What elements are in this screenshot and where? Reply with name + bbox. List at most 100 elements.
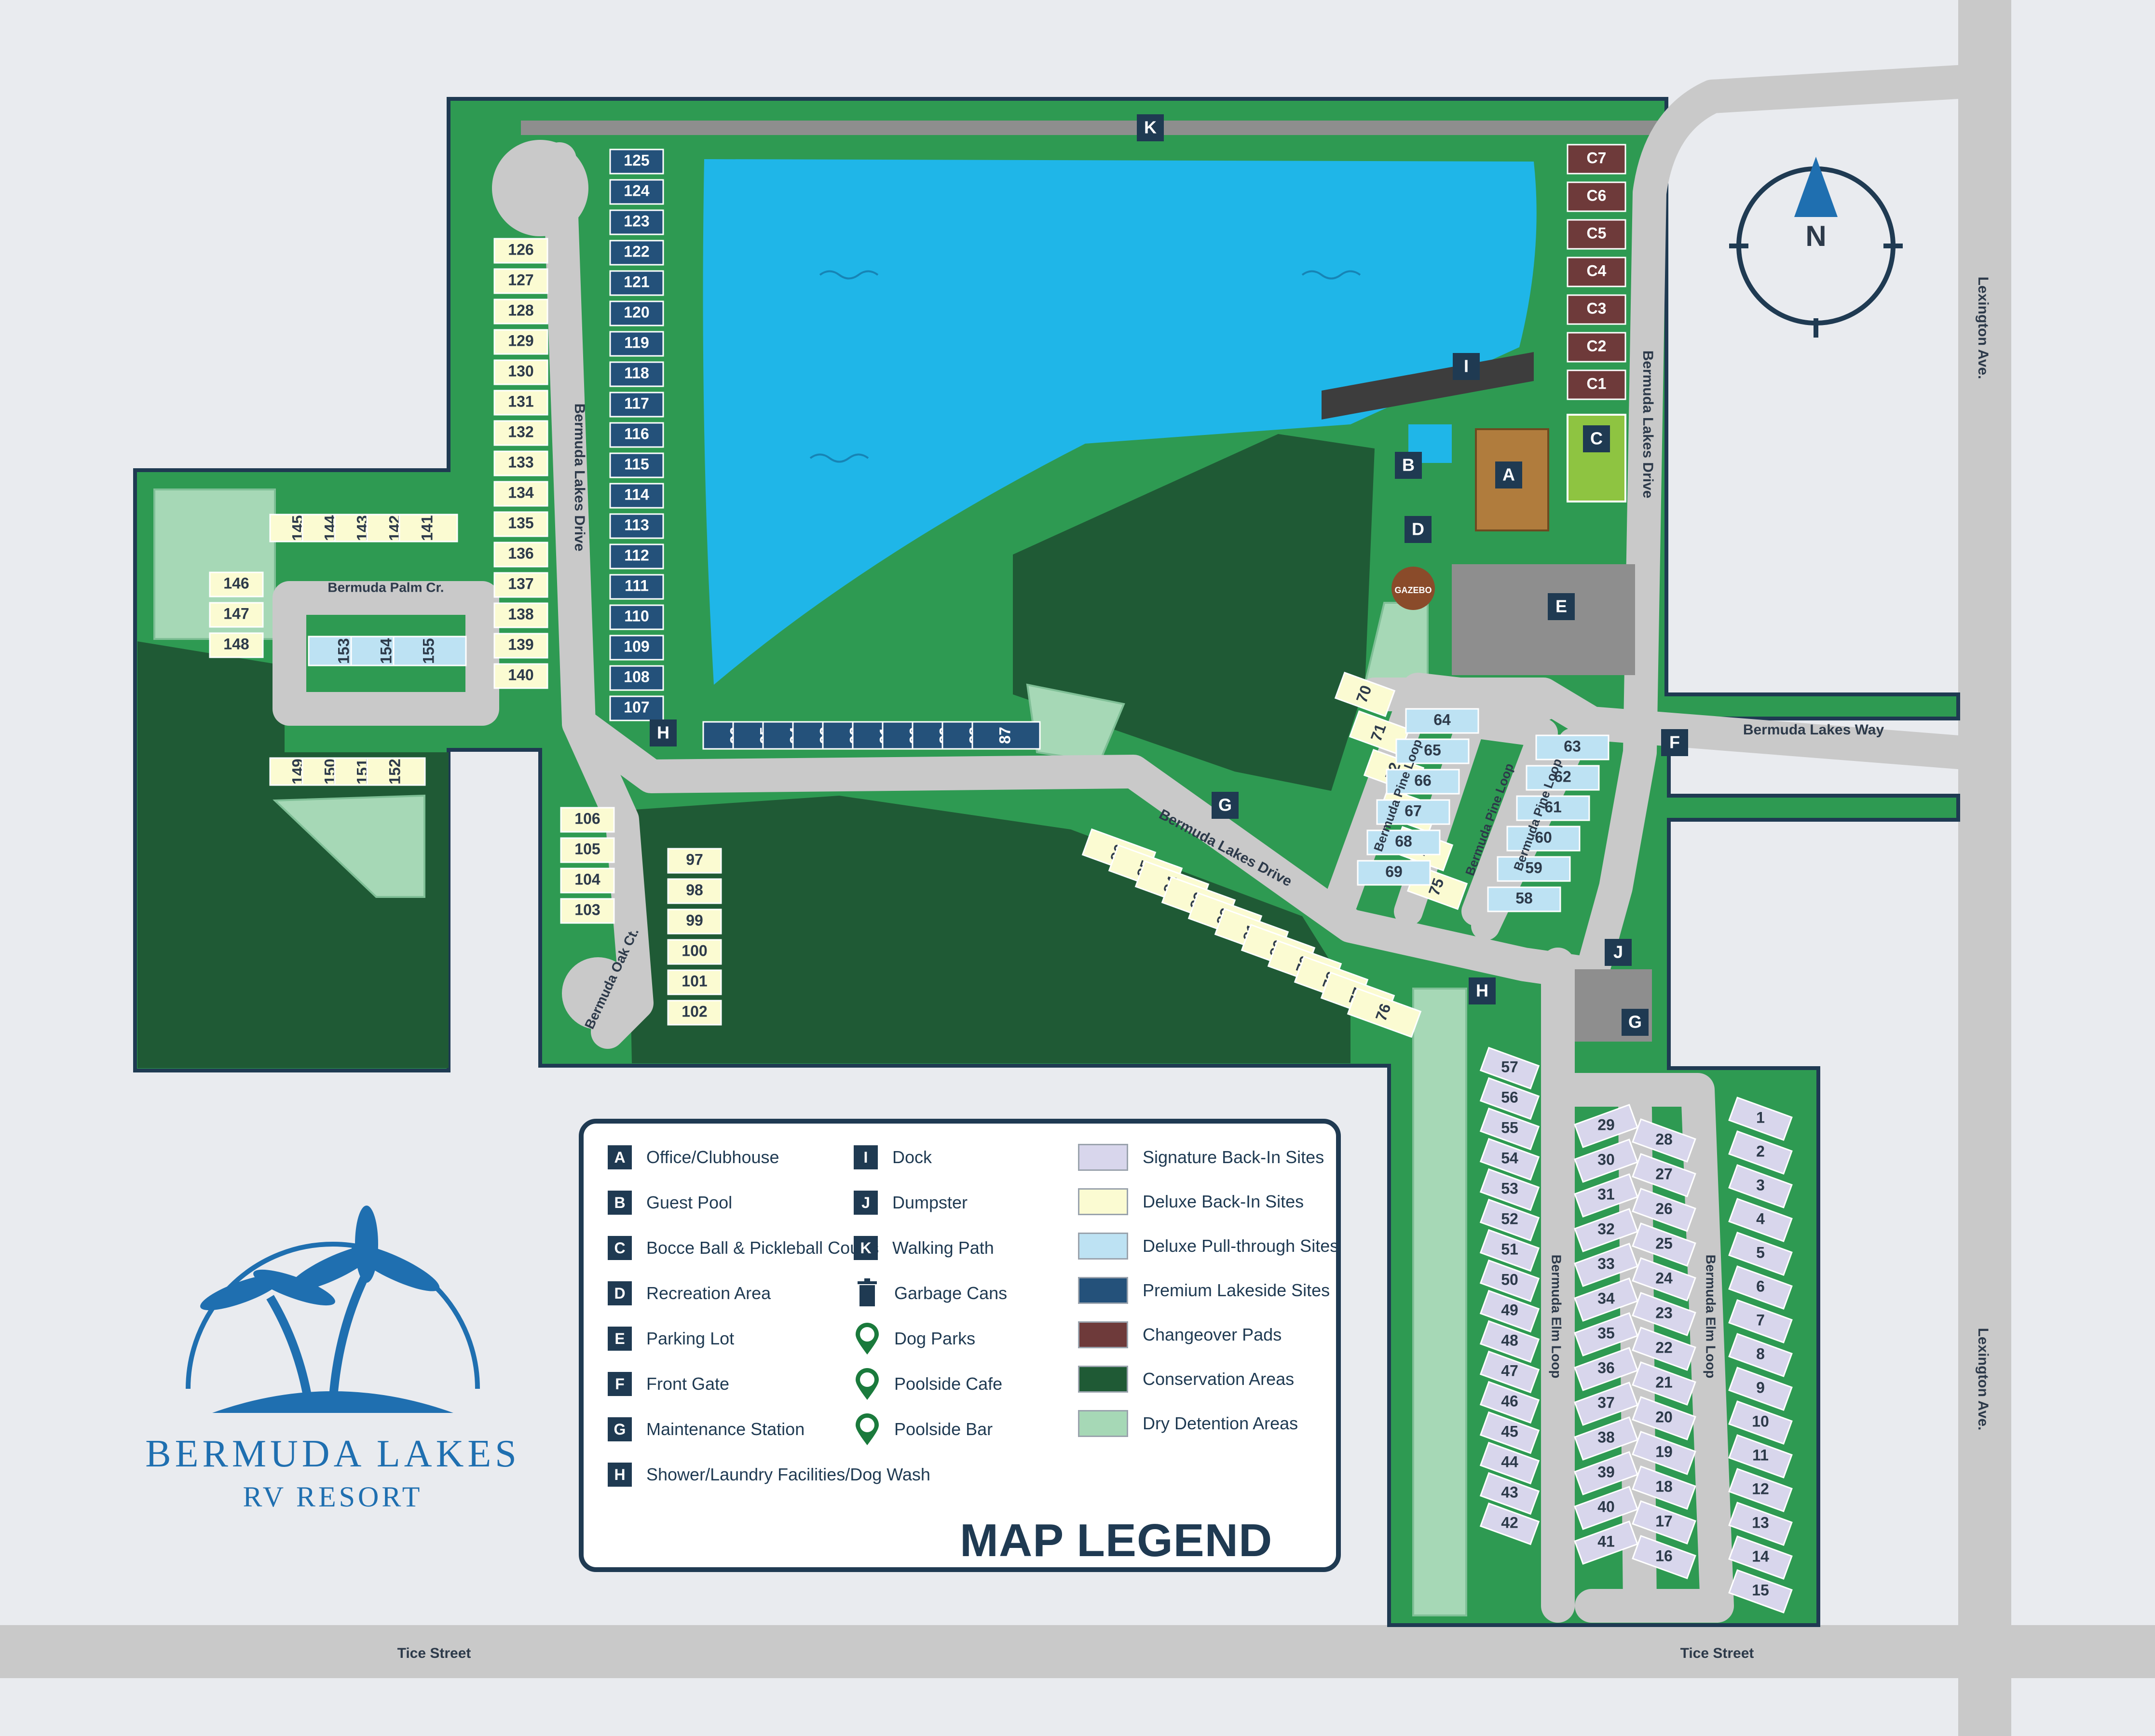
site-49[interactable]: 49 — [1479, 1289, 1540, 1333]
site-146[interactable]: 146 — [209, 571, 264, 597]
site-155[interactable]: 155 — [393, 636, 467, 666]
site-24[interactable]: 24 — [1632, 1257, 1696, 1302]
site-135[interactable]: 135 — [493, 511, 548, 537]
site-68[interactable]: 68 — [1366, 829, 1441, 855]
site-64[interactable]: 64 — [1405, 708, 1479, 734]
site-c2[interactable]: C2 — [1567, 332, 1626, 363]
site-112[interactable]: 112 — [609, 543, 664, 570]
site-c1[interactable]: C1 — [1567, 369, 1626, 400]
site-124[interactable]: 124 — [609, 179, 664, 205]
site-121[interactable]: 121 — [609, 270, 664, 296]
facility-marker-j[interactable]: J — [1605, 939, 1632, 966]
facility-marker-g[interactable]: G — [1622, 1009, 1649, 1036]
facility-marker-d[interactable]: D — [1405, 516, 1432, 543]
site-67[interactable]: 67 — [1376, 799, 1450, 825]
site-129[interactable]: 129 — [493, 329, 548, 355]
site-122[interactable]: 122 — [609, 240, 664, 266]
site-11[interactable]: 11 — [1728, 1434, 1793, 1478]
facility-marker-h[interactable]: H — [1469, 977, 1496, 1004]
site-30[interactable]: 30 — [1574, 1139, 1638, 1183]
site-43[interactable]: 43 — [1479, 1472, 1540, 1515]
site-c4[interactable]: C4 — [1567, 257, 1626, 287]
site-113[interactable]: 113 — [609, 513, 664, 539]
site-130[interactable]: 130 — [493, 359, 548, 385]
site-21[interactable]: 21 — [1632, 1361, 1696, 1406]
site-1[interactable]: 1 — [1728, 1097, 1793, 1141]
site-52[interactable]: 52 — [1479, 1198, 1540, 1242]
facility-marker-f[interactable]: F — [1661, 729, 1688, 756]
site-123[interactable]: 123 — [609, 209, 664, 235]
site-45[interactable]: 45 — [1479, 1411, 1540, 1454]
site-c5[interactable]: C5 — [1567, 219, 1626, 250]
site-38[interactable]: 38 — [1574, 1416, 1638, 1461]
site-17[interactable]: 17 — [1632, 1500, 1696, 1545]
site-119[interactable]: 119 — [609, 331, 664, 357]
site-23[interactable]: 23 — [1632, 1292, 1696, 1336]
site-32[interactable]: 32 — [1574, 1208, 1638, 1252]
facility-marker-i[interactable]: I — [1453, 353, 1480, 380]
site-37[interactable]: 37 — [1574, 1382, 1638, 1426]
site-117[interactable]: 117 — [609, 392, 664, 418]
site-c6[interactable]: C6 — [1567, 181, 1626, 212]
site-133[interactable]: 133 — [493, 450, 548, 476]
site-25[interactable]: 25 — [1632, 1222, 1696, 1267]
facility-marker-h[interactable]: H — [650, 719, 677, 746]
site-118[interactable]: 118 — [609, 361, 664, 387]
site-97[interactable]: 97 — [667, 848, 722, 874]
site-71[interactable]: 71 — [1349, 710, 1410, 756]
site-125[interactable]: 125 — [609, 149, 664, 175]
site-147[interactable]: 147 — [209, 602, 264, 628]
site-120[interactable]: 120 — [609, 300, 664, 326]
site-106[interactable]: 106 — [560, 807, 615, 833]
site-107[interactable]: 107 — [609, 695, 664, 721]
site-42[interactable]: 42 — [1479, 1502, 1540, 1546]
facility-marker-e[interactable]: E — [1548, 593, 1575, 620]
site-35[interactable]: 35 — [1574, 1312, 1638, 1356]
facility-marker-a[interactable]: A — [1495, 461, 1522, 488]
site-12[interactable]: 12 — [1728, 1468, 1793, 1512]
site-100[interactable]: 100 — [667, 939, 722, 965]
site-18[interactable]: 18 — [1632, 1465, 1696, 1510]
site-116[interactable]: 116 — [609, 422, 664, 448]
site-8[interactable]: 8 — [1728, 1333, 1793, 1377]
site-62[interactable]: 62 — [1526, 765, 1600, 791]
site-110[interactable]: 110 — [609, 604, 664, 630]
site-29[interactable]: 29 — [1574, 1104, 1638, 1148]
site-104[interactable]: 104 — [560, 868, 615, 894]
site-20[interactable]: 20 — [1632, 1396, 1696, 1440]
site-54[interactable]: 54 — [1479, 1138, 1540, 1181]
site-99[interactable]: 99 — [667, 909, 722, 935]
site-41[interactable]: 41 — [1574, 1520, 1638, 1565]
facility-marker-b[interactable]: B — [1395, 452, 1422, 479]
site-c7[interactable]: C7 — [1567, 144, 1626, 175]
site-126[interactable]: 126 — [493, 238, 548, 264]
site-101[interactable]: 101 — [667, 969, 722, 995]
site-36[interactable]: 36 — [1574, 1347, 1638, 1391]
site-70[interactable]: 70 — [1334, 671, 1396, 718]
site-138[interactable]: 138 — [493, 602, 548, 628]
site-60[interactable]: 60 — [1506, 826, 1581, 852]
site-127[interactable]: 127 — [493, 268, 548, 294]
site-115[interactable]: 115 — [609, 452, 664, 478]
site-108[interactable]: 108 — [609, 665, 664, 691]
site-76[interactable]: 76 — [1347, 987, 1422, 1038]
facility-marker-k[interactable]: K — [1137, 114, 1164, 141]
site-9[interactable]: 9 — [1728, 1367, 1793, 1411]
site-4[interactable]: 4 — [1728, 1198, 1793, 1242]
site-16[interactable]: 16 — [1632, 1535, 1696, 1579]
site-13[interactable]: 13 — [1728, 1502, 1793, 1546]
site-109[interactable]: 109 — [609, 635, 664, 661]
site-152[interactable]: 152 — [366, 757, 426, 786]
site-44[interactable]: 44 — [1479, 1441, 1540, 1485]
site-31[interactable]: 31 — [1574, 1173, 1638, 1218]
site-132[interactable]: 132 — [493, 420, 548, 446]
site-51[interactable]: 51 — [1479, 1229, 1540, 1272]
site-3[interactable]: 3 — [1728, 1164, 1793, 1208]
site-10[interactable]: 10 — [1728, 1400, 1793, 1445]
facility-marker-g[interactable]: G — [1212, 792, 1239, 819]
site-55[interactable]: 55 — [1479, 1107, 1540, 1151]
site-53[interactable]: 53 — [1479, 1168, 1540, 1211]
site-33[interactable]: 33 — [1574, 1243, 1638, 1287]
site-19[interactable]: 19 — [1632, 1431, 1696, 1475]
site-14[interactable]: 14 — [1728, 1535, 1793, 1580]
